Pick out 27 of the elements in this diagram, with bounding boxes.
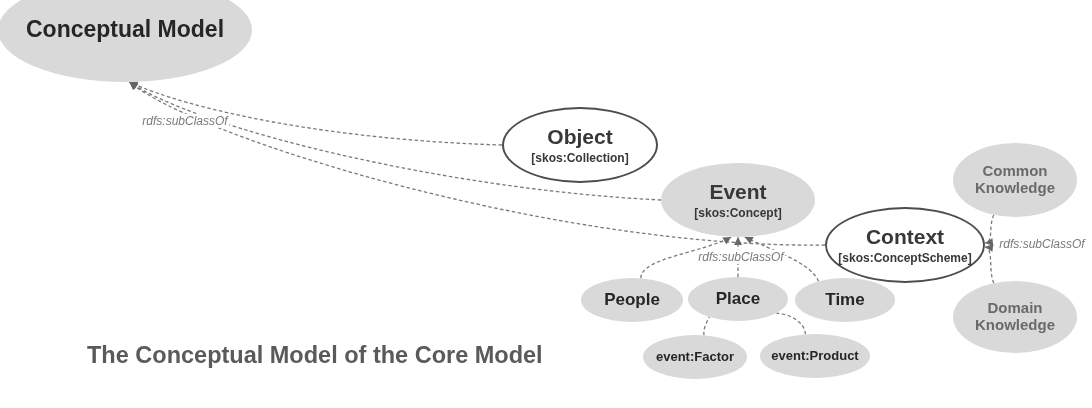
node-label: Domain Knowledge: [974, 300, 1056, 334]
node-label: event:Factor: [656, 349, 734, 365]
edge-label: rdfs:subClassOf: [696, 249, 786, 265]
caption: The Conceptual Model of the Core Model: [87, 341, 543, 370]
node-title: Context: [865, 225, 945, 249]
node-label: event:Product: [771, 348, 859, 364]
node-title: Object: [547, 125, 613, 149]
dashed-line: [703, 316, 710, 336]
dashed-line: [775, 312, 807, 335]
node-subtitle: [skos:ConceptScheme]: [838, 251, 972, 265]
class-ellipse: [688, 277, 788, 321]
dashed-arrow: [128, 81, 826, 246]
dashed-arrow: [744, 236, 820, 282]
node-subtitle: [skos:Concept]: [694, 206, 782, 220]
node-label: People: [604, 290, 660, 310]
dashed-arrow: [734, 236, 742, 278]
node-label: Conceptual Model: [25, 17, 225, 43]
node-label: Place: [715, 289, 761, 309]
node-label: Common Knowledge: [974, 163, 1056, 197]
node-title: Event: [709, 180, 767, 204]
node-label: Time: [825, 290, 865, 310]
edge-label: rdfs:subClassOf: [140, 113, 230, 129]
dashed-arrow: [984, 214, 995, 245]
dashed-arrow: [984, 245, 995, 284]
node-subtitle: [skos:Collection]: [531, 151, 629, 165]
dashed-arrow: [640, 236, 732, 279]
class-ellipse: [795, 278, 895, 322]
